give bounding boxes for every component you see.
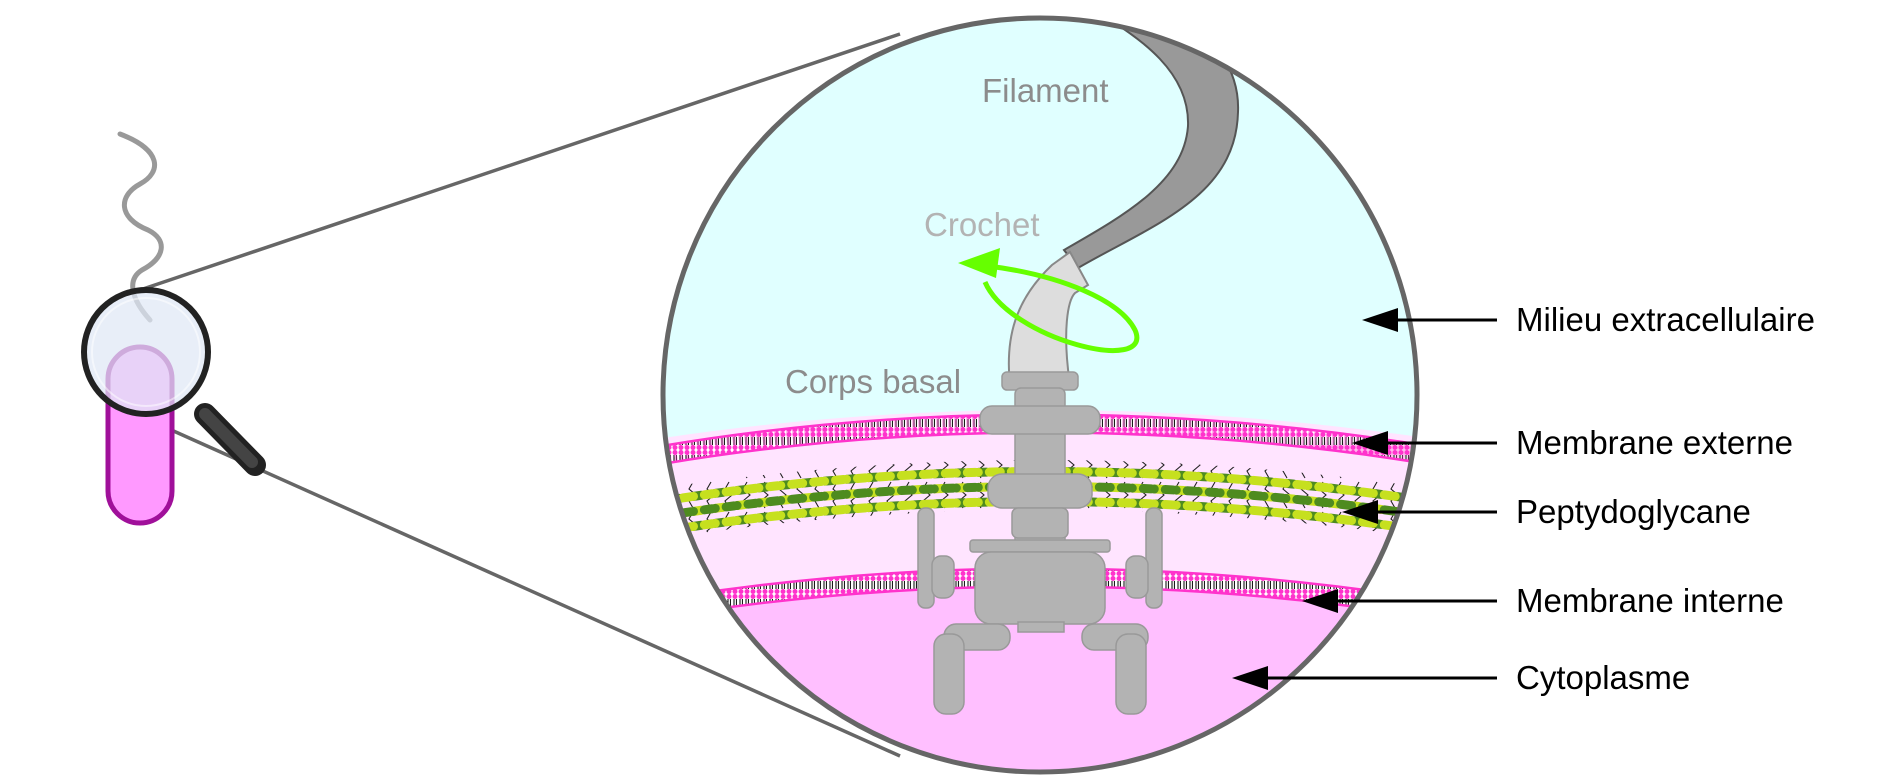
small-flagellum	[117, 131, 164, 323]
rotation-arrow-icon	[958, 248, 1140, 353]
arrow-left-icon	[1342, 500, 1497, 524]
arrow-left-icon	[1352, 431, 1497, 455]
callout-cytoplasme: Cytoplasme	[1516, 659, 1690, 696]
filament	[1062, 18, 1240, 270]
callout-membrane-interne: Membrane interne	[1516, 582, 1784, 619]
callout-milieu-extracellulaire: Milieu extracellulaire	[1516, 301, 1815, 338]
corps-basal-label: Corps basal	[785, 363, 961, 400]
arrow-left-icon	[1302, 589, 1497, 613]
crochet-label: Crochet	[924, 206, 1040, 243]
callout-peptydoglycane: Peptydoglycane	[1516, 493, 1751, 530]
filament-label: Filament	[982, 72, 1109, 109]
zoom-circle	[663, 18, 1417, 772]
arrow-left-icon	[1362, 308, 1497, 332]
arrow-left-icon	[1232, 666, 1497, 690]
callout-membrane-externe: Membrane externe	[1516, 424, 1793, 461]
zoom-cone-lines	[139, 32, 901, 758]
zoom-circle-outline	[660, 15, 1420, 775]
callout-arrows	[1232, 308, 1497, 690]
basal-body	[917, 371, 1163, 715]
magnifier-icon	[81, 287, 266, 476]
